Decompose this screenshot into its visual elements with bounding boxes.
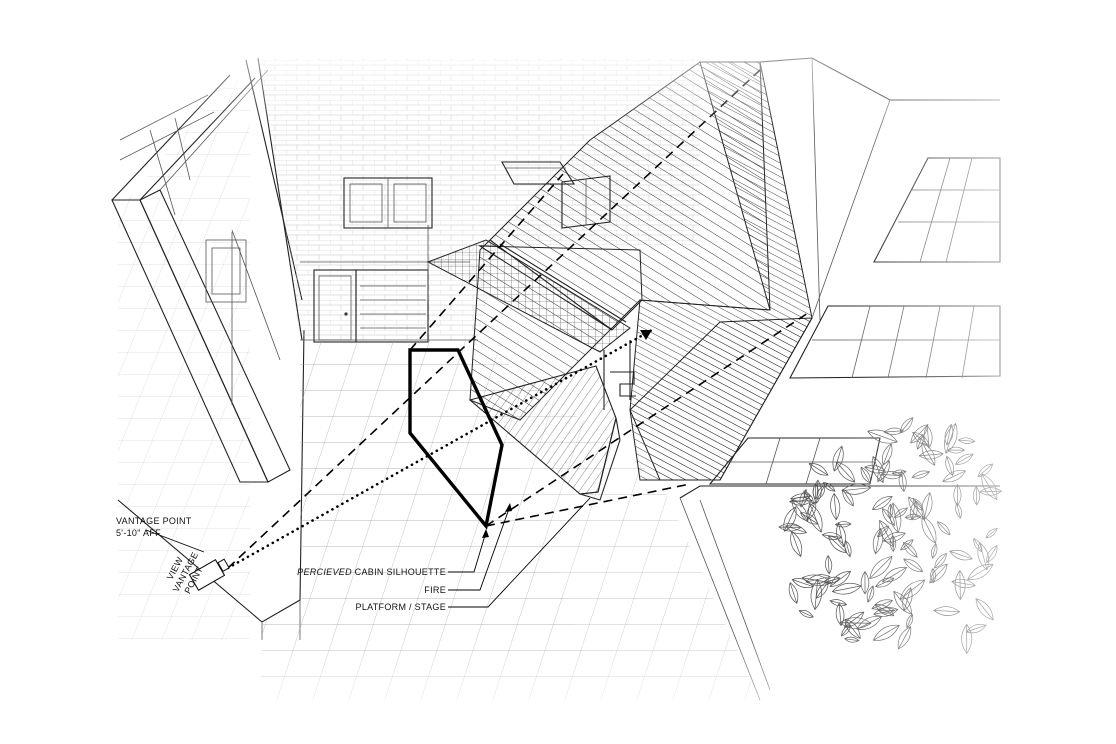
label-vantage-point: VANTAGE POINT — [116, 516, 192, 526]
leaf-shape — [829, 570, 852, 587]
leaf-shape — [831, 582, 862, 595]
leaf-shape — [931, 543, 938, 559]
leaf-shape — [985, 528, 998, 539]
leaf-shape — [986, 544, 998, 564]
leaf-shape — [949, 549, 973, 561]
leaf-shape — [825, 555, 833, 575]
leaf-shape — [953, 483, 962, 507]
leaf-shape — [967, 563, 994, 581]
leaf-shape — [911, 470, 931, 479]
leaf-shape — [829, 599, 848, 607]
leaf-shape — [903, 558, 924, 573]
label-vantage-height: 5'-10" AFF — [116, 528, 161, 538]
leaf-shape — [942, 470, 967, 483]
leaf-shape — [937, 521, 951, 536]
leaf-shape — [906, 613, 914, 629]
leaf-shape — [828, 535, 848, 554]
leaf-shape — [972, 485, 981, 506]
leaf-shape — [790, 530, 803, 558]
leaf-shape — [867, 429, 898, 444]
leaf-shape — [955, 502, 962, 519]
label-platform-stage: PLATFORM / STAGE — [356, 602, 446, 612]
label-fire: FIRE — [424, 585, 446, 595]
leaf-shape — [832, 445, 844, 472]
leaf-shape — [798, 609, 814, 618]
leaf-shape — [957, 437, 976, 444]
leaf-shape — [965, 623, 987, 634]
leaf-shape — [899, 579, 926, 600]
leaf-shape — [836, 522, 846, 548]
leaf-shape — [975, 598, 994, 621]
leaf-shape — [882, 443, 893, 466]
leaf-shape — [961, 623, 973, 655]
leaf-shape — [830, 492, 841, 521]
leaf-shape — [834, 521, 852, 528]
leaf-shape — [944, 423, 954, 446]
leaf-shape — [933, 606, 961, 616]
leaf-shape — [955, 453, 974, 465]
leaf-shape — [806, 501, 817, 521]
leaf-shape — [866, 585, 875, 603]
label-perceived-cabin: PERCIEVED CABIN SILHOUETTE — [297, 567, 446, 577]
leaf-shape — [860, 571, 870, 595]
leaf-shape — [900, 539, 914, 551]
leaf-shape — [977, 463, 994, 478]
foliage-tree — [778, 417, 1003, 655]
leaf-shape — [812, 479, 822, 504]
leaf-shape — [902, 542, 918, 558]
leaf-shape — [929, 563, 948, 584]
